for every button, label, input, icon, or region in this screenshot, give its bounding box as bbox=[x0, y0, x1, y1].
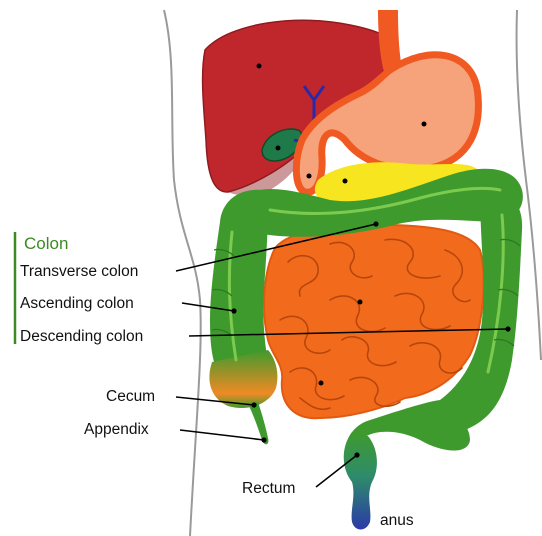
label-descending-colon: Descending colon bbox=[20, 328, 143, 345]
appendix-leader bbox=[180, 430, 264, 440]
small-intestine bbox=[264, 224, 484, 418]
gallbladder-dot bbox=[276, 146, 281, 151]
label-rectum: Rectum bbox=[242, 480, 295, 497]
colon-header: Colon bbox=[24, 234, 68, 253]
label-transverse-colon: Transverse colon bbox=[20, 263, 138, 280]
liver-dot bbox=[257, 64, 262, 69]
label-anus: anus bbox=[380, 512, 414, 529]
label-cecum: Cecum bbox=[106, 388, 155, 405]
ileum-dot bbox=[319, 381, 324, 386]
pancreas-dot bbox=[343, 179, 348, 184]
rectum-shape bbox=[344, 432, 377, 530]
label-ascending-colon: Ascending colon bbox=[20, 295, 134, 312]
duodenum-dot bbox=[307, 174, 312, 179]
body-outline-left bbox=[164, 10, 201, 536]
small-intestine-dot bbox=[358, 300, 363, 305]
body-outline-right bbox=[517, 10, 541, 360]
label-appendix: Appendix bbox=[84, 421, 149, 438]
stomach-dot bbox=[422, 122, 427, 127]
